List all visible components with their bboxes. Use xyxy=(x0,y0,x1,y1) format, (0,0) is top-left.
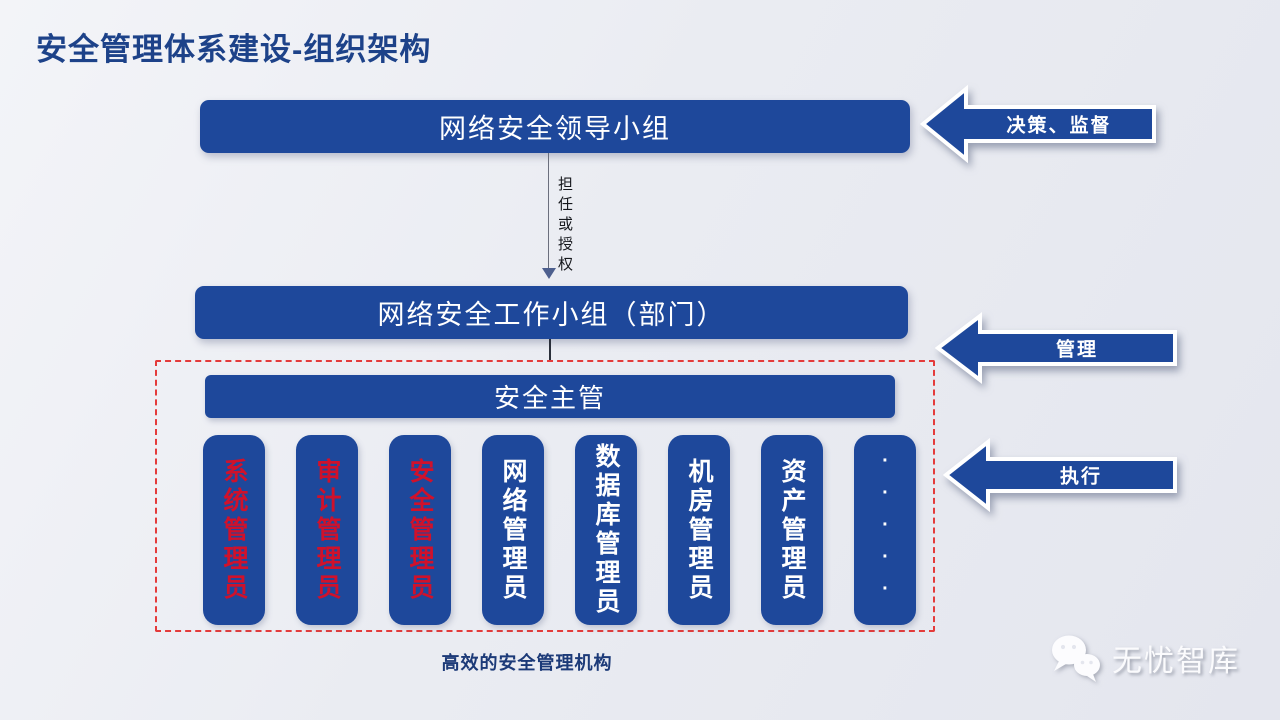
role-ellipsis: ····· xyxy=(854,435,916,625)
security-supervisor-bar: 安全主管 xyxy=(205,375,895,418)
brand-watermark: 无忧智库 xyxy=(1048,632,1240,684)
role-database-admin: 数据库管理员 xyxy=(575,435,637,625)
role-security-admin: 安全管理员 xyxy=(389,435,451,625)
left-arrow-icon xyxy=(920,84,1156,164)
left-arrow-icon xyxy=(935,311,1177,385)
brand-name: 无忧智库 xyxy=(1112,645,1240,678)
down-arrow-icon xyxy=(542,268,556,279)
page-title: 安全管理体系建设-组织架构 xyxy=(36,32,432,67)
frame-caption: 高效的安全管理机构 xyxy=(441,653,613,673)
arrow-decision-label: 决策、监督 xyxy=(1006,115,1112,137)
role-system-admin: 系统管理员 xyxy=(203,435,265,625)
role-asset-admin: 资产管理员 xyxy=(761,435,823,625)
connector-line-leader-to-workgroup xyxy=(548,153,549,269)
security-supervisor-label: 安全主管 xyxy=(493,383,606,413)
arrow-execution-label: 执行 xyxy=(1059,466,1102,488)
workgroup-label: 网络安全工作小组（部门） xyxy=(377,300,726,330)
leader-group-box: 网络安全领导小组 xyxy=(200,100,910,153)
left-arrow-icon xyxy=(943,437,1177,513)
wechat-icon xyxy=(1052,635,1100,682)
role-network-admin: 网络管理员 xyxy=(482,435,544,625)
role-serverroom-admin: 机房管理员 xyxy=(668,435,730,625)
arrow-management: 管理 xyxy=(935,311,1179,385)
execution-layer-frame xyxy=(155,360,935,632)
arrow-management-label: 管理 xyxy=(1055,339,1098,361)
role-audit-admin: 审计管理员 xyxy=(296,435,358,625)
workgroup-box: 网络安全工作小组（部门） xyxy=(195,286,908,339)
connector-line-workgroup-to-frame xyxy=(549,339,551,360)
leader-group-label: 网络安全领导小组 xyxy=(439,114,671,144)
arrow-execution: 执行 xyxy=(943,437,1179,513)
delegation-connector-label: 担任或授权 xyxy=(556,176,573,276)
arrow-decision-supervision: 决策、监督 xyxy=(920,84,1158,164)
